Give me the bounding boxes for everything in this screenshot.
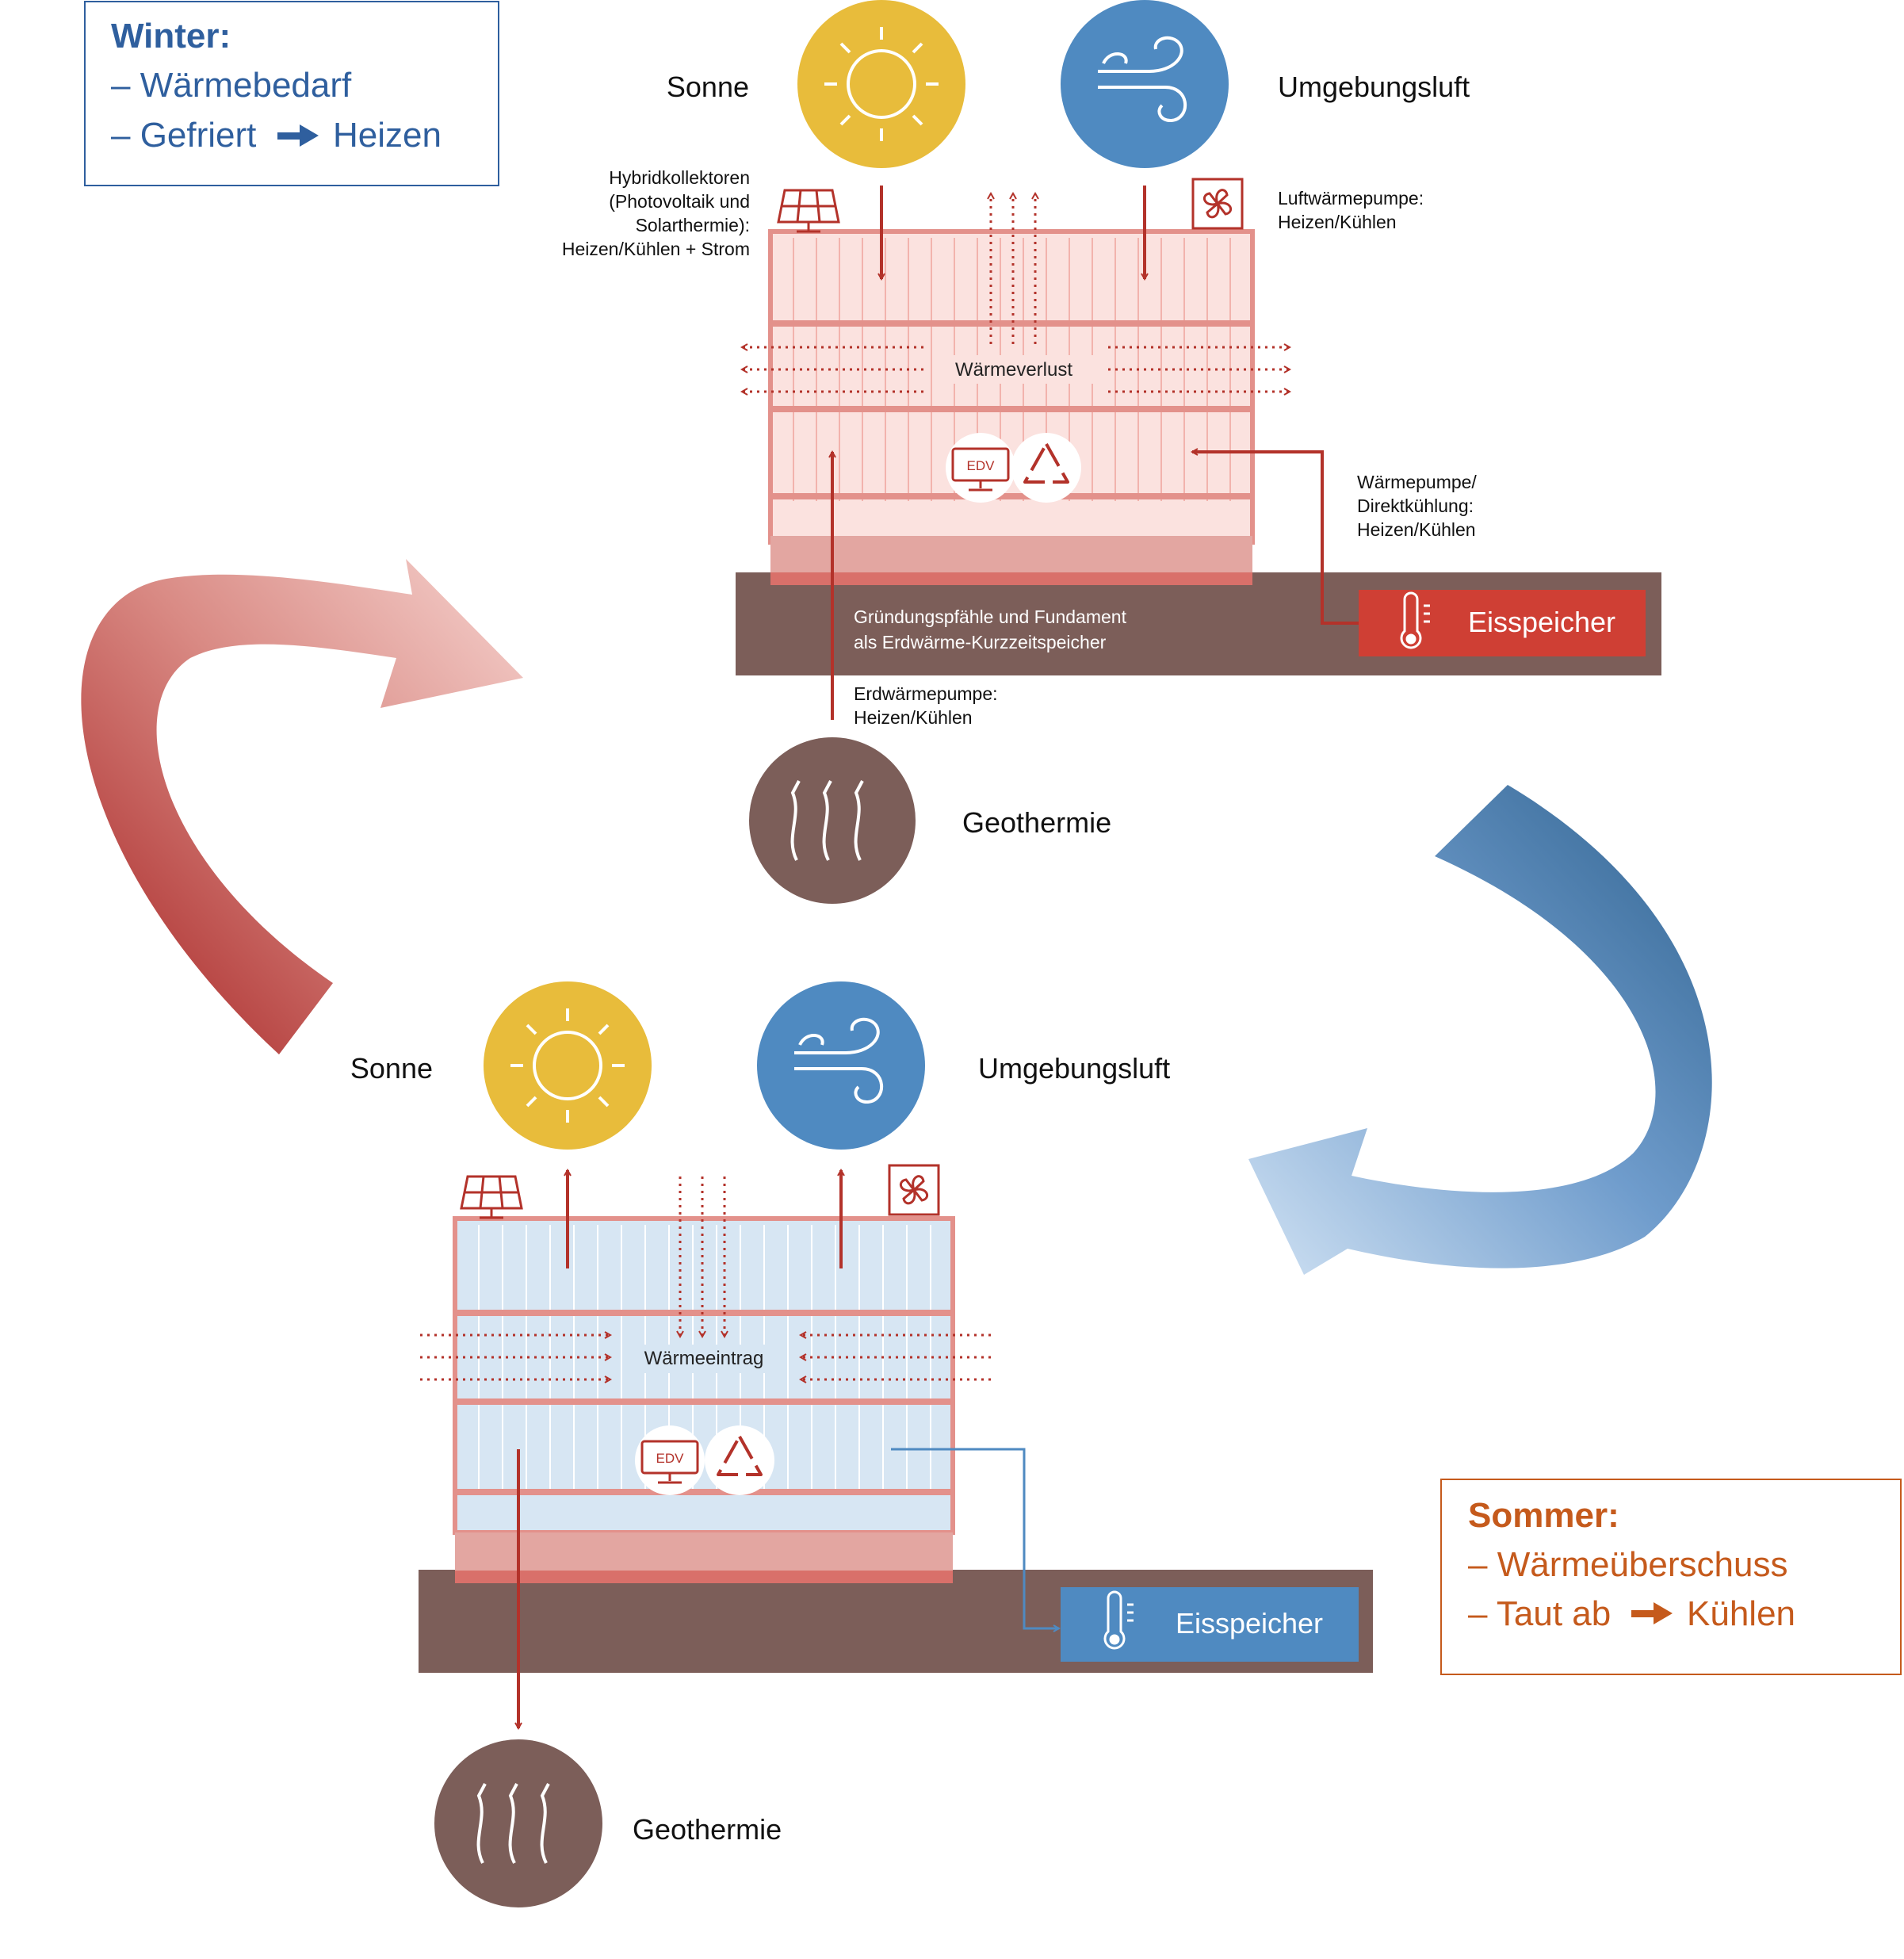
solar-panel-icon: [777, 189, 840, 233]
summer-building: [453, 1216, 955, 1583]
cycle-arrow-red: [81, 559, 524, 1054]
wind-icon: [794, 1017, 883, 1104]
winter-legend-line1: – Wärmebedarf: [111, 66, 352, 105]
arrow-right-icon: [1631, 1602, 1673, 1624]
summer-outflow-arrows: [518, 1170, 841, 1728]
winter-air-label: Umgebungsluft: [1278, 71, 1470, 103]
winter-geothermal: [749, 737, 916, 904]
winter-sun: [797, 0, 965, 168]
winter-legend: Winter: – Wärmebedarf – Gefriert Heizen: [84, 1, 499, 186]
fan-icon: [1191, 178, 1244, 230]
winter-legend-title: Winter:: [111, 17, 231, 55]
edv-monitor-icon: EDV: [635, 1425, 705, 1495]
summer-legend-line2a: – Taut ab: [1468, 1594, 1611, 1633]
solar-panel-icon: [460, 1175, 523, 1219]
hybrid-collector-label: Hybridkollektoren (Photovoltaik und Sola…: [562, 167, 750, 259]
summer-legend: Sommer: – Wärmeüberschuss – Taut ab Kühl…: [1440, 1479, 1902, 1675]
summer-storage-line: [891, 1448, 1059, 1628]
sun-icon: [510, 1008, 625, 1123]
earth-heatpump-label: Erdwärmepumpe: Heizen/Kühlen: [854, 683, 998, 728]
svg-text:Erdwärmepumpe:: Erdwärmepumpe:: [854, 683, 998, 704]
arrow-right-icon: [277, 124, 319, 147]
air-heatpump-label: Luftwärmepumpe: Heizen/Kühlen: [1278, 188, 1424, 232]
thermometer-icon: [1103, 1590, 1134, 1650]
summer-center-label: Wärmeeintrag: [644, 1348, 764, 1369]
recycle-icon: [1011, 433, 1081, 503]
svg-text:Luftwärmepumpe:: Luftwärmepumpe:: [1278, 188, 1424, 209]
svg-text:Heizen/Kühlen: Heizen/Kühlen: [854, 707, 973, 728]
winter-sun-label: Sonne: [667, 71, 749, 103]
heat-input-arrows: [420, 1177, 991, 1379]
svg-text:Solarthermie):: Solarthermie):: [636, 215, 750, 235]
summer-storage-label: Eisspeicher: [1176, 1607, 1323, 1640]
winter-legend-line2a: – Gefriert: [111, 116, 256, 155]
thermometer-icon: [1400, 591, 1430, 649]
summer-scene: Wärmeeintrag EDV: [350, 981, 1373, 1907]
summer-ice-storage: Eisspeicher: [1061, 1587, 1359, 1662]
edv-monitor-icon: EDV: [946, 433, 1015, 503]
summer-sun-label: Sonne: [350, 1052, 433, 1085]
heat-waves-icon: [476, 1783, 550, 1864]
summer-legend-line1: – Wärmeüberschuss: [1468, 1545, 1787, 1584]
svg-text:Heizen/Kühlen + Strom: Heizen/Kühlen + Strom: [562, 239, 750, 259]
summer-air: [757, 981, 925, 1150]
summer-legend-line2b: Kühlen: [1687, 1594, 1795, 1633]
recycle-icon: [705, 1425, 774, 1495]
heat-loss-arrows: [742, 193, 1290, 392]
cycle-arrow-blue: [1248, 785, 1712, 1275]
winter-air: [1061, 0, 1229, 168]
summer-geothermal: [434, 1739, 602, 1907]
winter-ice-storage: Eisspeicher: [1359, 590, 1646, 656]
foundation-label-line2: als Erdwärme-Kurzzeitspeicher: [854, 632, 1107, 652]
svg-text:Heizen/Kühlen: Heizen/Kühlen: [1357, 519, 1476, 540]
svg-text:Wärmepumpe/: Wärmepumpe/: [1357, 472, 1477, 492]
winter-storage-label: Eisspeicher: [1468, 606, 1615, 638]
summer-legend-title: Sommer:: [1468, 1496, 1619, 1535]
summer-air-label: Umgebungsluft: [978, 1052, 1170, 1085]
fan-icon: [888, 1164, 940, 1216]
heat-waves-icon: [790, 780, 864, 861]
heatpump-direct-cooling-label: Wärmepumpe/ Direktkühlung: Heizen/Kühlen: [1357, 472, 1477, 540]
winter-geo-label: Geothermie: [962, 806, 1111, 839]
edv-label: EDV: [656, 1451, 685, 1466]
svg-text:Heizen/Kühlen: Heizen/Kühlen: [1278, 212, 1397, 232]
svg-text:Hybridkollektoren: Hybridkollektoren: [609, 167, 750, 188]
wind-icon: [1098, 36, 1187, 123]
winter-center-label: Wärmeverlust: [955, 359, 1072, 381]
winter-inflow-arrows: [832, 186, 1395, 720]
winter-scene: Gründungspfähle und Fundament als Erdwär…: [562, 0, 1661, 904]
edv-label: EDV: [967, 458, 996, 473]
foundation-label-line1: Gründungspfähle und Fundament: [854, 606, 1127, 627]
svg-text:(Photovoltaik und: (Photovoltaik und: [609, 191, 750, 212]
summer-sun: [484, 981, 652, 1150]
sun-icon: [824, 27, 939, 141]
svg-text:Direktkühlung:: Direktkühlung:: [1357, 495, 1474, 516]
winter-building: [768, 229, 1255, 585]
winter-legend-line2b: Heizen: [333, 116, 442, 155]
summer-geo-label: Geothermie: [633, 1813, 782, 1846]
